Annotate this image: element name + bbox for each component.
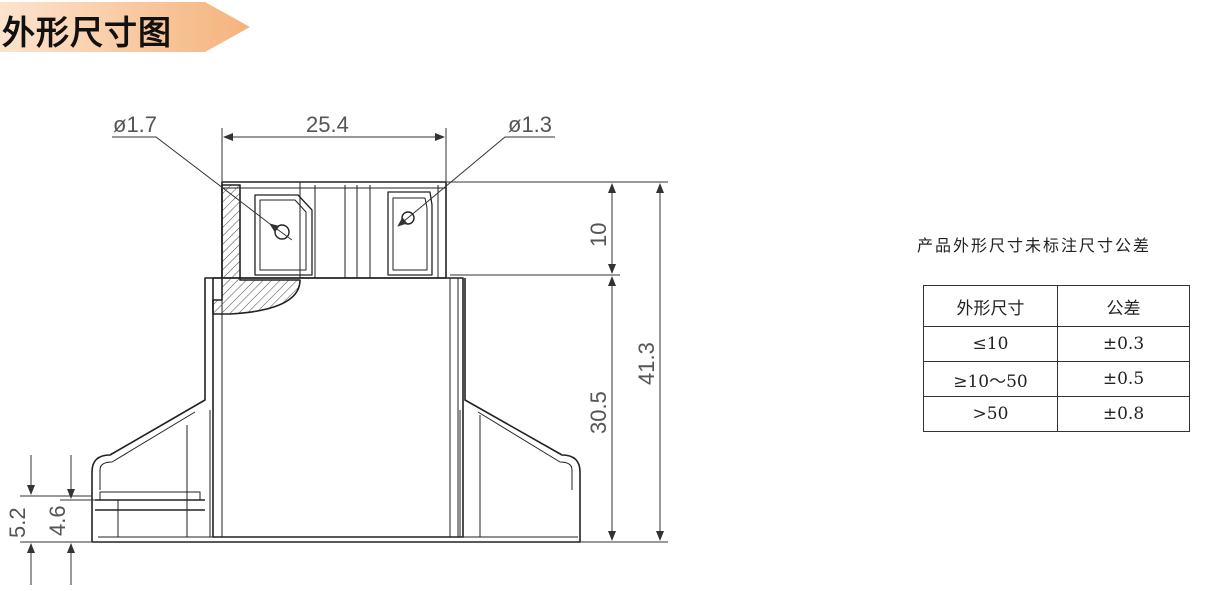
title-banner: 外形尺寸图 bbox=[0, 0, 260, 56]
tolerance-caption: 产品外形尺寸未标注尺寸公差 bbox=[917, 236, 1152, 255]
cell-range: ≤10 bbox=[923, 326, 1058, 362]
table-row: ≤10 ±0.3 bbox=[923, 326, 1190, 362]
dim-height-total: 41.3 bbox=[634, 342, 659, 385]
cell-range: >50 bbox=[923, 396, 1058, 432]
cell-tolerance: ±0.5 bbox=[1057, 361, 1190, 397]
page-title: 外形尺寸图 bbox=[2, 13, 172, 52]
cell-range: ≥10～50 bbox=[923, 361, 1058, 397]
dimension-lines bbox=[20, 128, 668, 585]
tolerance-table: 外形尺寸 公差 ≤10 ±0.3 ≥10～50 ±0.5 >50 ±0.8 bbox=[923, 285, 1190, 432]
banner-arrow-shape bbox=[0, 2, 250, 52]
outline-drawing: ø1.7 25.4 ø1.3 10 30.5 41.3 5.2 4.6 bbox=[5, 112, 668, 585]
dim-hole-right: ø1.3 bbox=[508, 112, 552, 137]
dim-width-top: 25.4 bbox=[306, 112, 349, 137]
table-row: >50 ±0.8 bbox=[923, 396, 1190, 432]
dim-hole-left: ø1.7 bbox=[113, 112, 157, 137]
cell-tolerance: ±0.8 bbox=[1057, 396, 1190, 432]
dim-foot-inner: 4.6 bbox=[45, 505, 70, 536]
relay-body bbox=[91, 181, 581, 543]
header-tolerance: 公差 bbox=[1057, 285, 1190, 327]
cell-tolerance: ±0.3 bbox=[1057, 326, 1190, 362]
table-row: ≥10～50 ±0.5 bbox=[923, 361, 1190, 397]
dim-height-body: 30.5 bbox=[586, 391, 611, 434]
dim-foot-outer: 5.2 bbox=[5, 507, 30, 538]
dim-height-terminal: 10 bbox=[586, 223, 611, 247]
header-dimension: 外形尺寸 bbox=[923, 285, 1058, 327]
table-header-row: 外形尺寸 公差 bbox=[923, 285, 1190, 327]
